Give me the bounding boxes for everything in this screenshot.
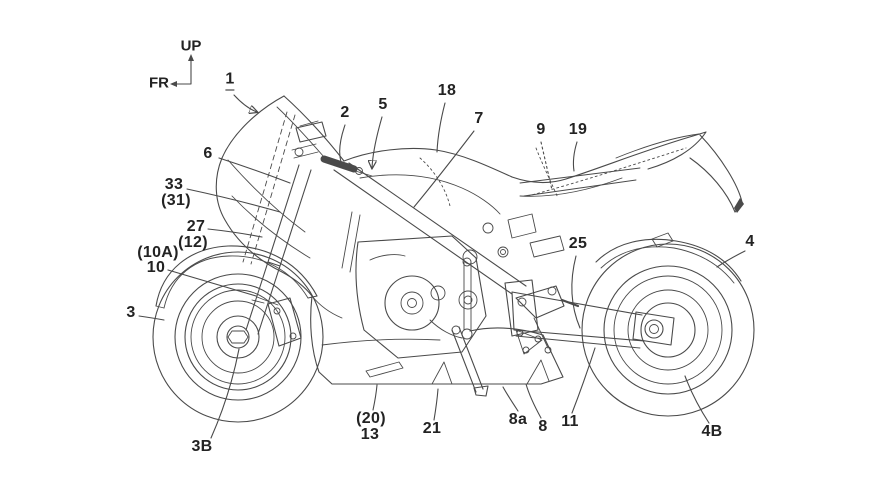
- front-fairing: [215, 95, 345, 297]
- ref-label-21: 21: [422, 420, 442, 437]
- fr-label: FR: [149, 74, 169, 92]
- leader-lines: [138, 94, 746, 439]
- leader-line-18: [436, 102, 446, 153]
- ref-label-13: 13: [360, 426, 380, 443]
- leader-line-7: [413, 130, 475, 208]
- side-stand: [451, 325, 489, 397]
- front-brake-caliper: [267, 297, 302, 347]
- ref-label-27: 27: [186, 218, 206, 235]
- leader-line-11: [571, 347, 596, 414]
- up-label: UP: [180, 37, 202, 55]
- ref-label-1: 1: [225, 71, 235, 91]
- tail-cowl: [615, 131, 744, 213]
- ref-label-4: 4: [745, 233, 755, 250]
- ref-label-5: 5: [378, 96, 388, 113]
- ref-label-10A: (10A): [137, 244, 179, 261]
- leader-line-1: [233, 94, 257, 112]
- ref-label-6: 6: [203, 145, 213, 162]
- orientation-arrows: [170, 54, 194, 87]
- leader-line-3: [138, 315, 165, 321]
- footpeg-bracket: [515, 285, 580, 355]
- leader-line-2: [339, 124, 346, 163]
- ref-label-20: (20): [356, 410, 386, 427]
- ref-label-8a: 8a: [508, 411, 528, 428]
- leader-line-5: [372, 116, 383, 168]
- leader-line-20: [372, 384, 378, 411]
- front-wheel: [152, 251, 324, 423]
- engine: [341, 211, 487, 359]
- leader-line-6: [218, 157, 291, 184]
- ref-label-3B: 3B: [191, 438, 213, 455]
- leader-line-33: [186, 188, 281, 213]
- ref-label-33: 33: [164, 176, 184, 193]
- ref-label-11: 11: [561, 413, 579, 430]
- leader-line-8a: [502, 386, 519, 412]
- leader-line-3B: [210, 348, 240, 439]
- leader-line-4B: [684, 375, 710, 424]
- ref-label-12: (12): [178, 234, 208, 251]
- ref-label-9: 9: [536, 121, 546, 138]
- hidden-lines: [242, 111, 687, 265]
- handlebar-assembly: [291, 120, 373, 177]
- ref-label-18: 18: [437, 82, 457, 99]
- ref-label-4B: 4B: [701, 423, 723, 440]
- swingarm: [511, 291, 675, 349]
- frame: [333, 162, 641, 337]
- ref-label-19: 19: [568, 121, 588, 138]
- ref-label-7: 7: [474, 110, 484, 127]
- leader-line-8: [525, 383, 542, 419]
- ref-label-2: 2: [340, 104, 350, 121]
- leader-line-27: [207, 228, 263, 238]
- leader-line-10: [167, 269, 257, 297]
- ref-label-25: 25: [568, 235, 588, 252]
- fuel-tank-and-seat: [343, 135, 694, 215]
- leader-line-21: [433, 388, 439, 421]
- ref-label-10: 10: [146, 259, 166, 276]
- leader-line-9: [540, 141, 553, 191]
- front-fender: [155, 245, 318, 309]
- ref-label-31: (31): [161, 192, 191, 209]
- leader-line-25: [571, 255, 581, 329]
- rear-wheel: [581, 243, 755, 417]
- belly-pan: [310, 295, 564, 385]
- leader-line-4: [716, 250, 746, 268]
- leader-line-19: [572, 141, 578, 172]
- rear-fender-icon: [595, 232, 742, 284]
- ref-label-3: 3: [126, 304, 136, 321]
- ref-label-8: 8: [538, 418, 548, 435]
- front-fork: [245, 164, 312, 335]
